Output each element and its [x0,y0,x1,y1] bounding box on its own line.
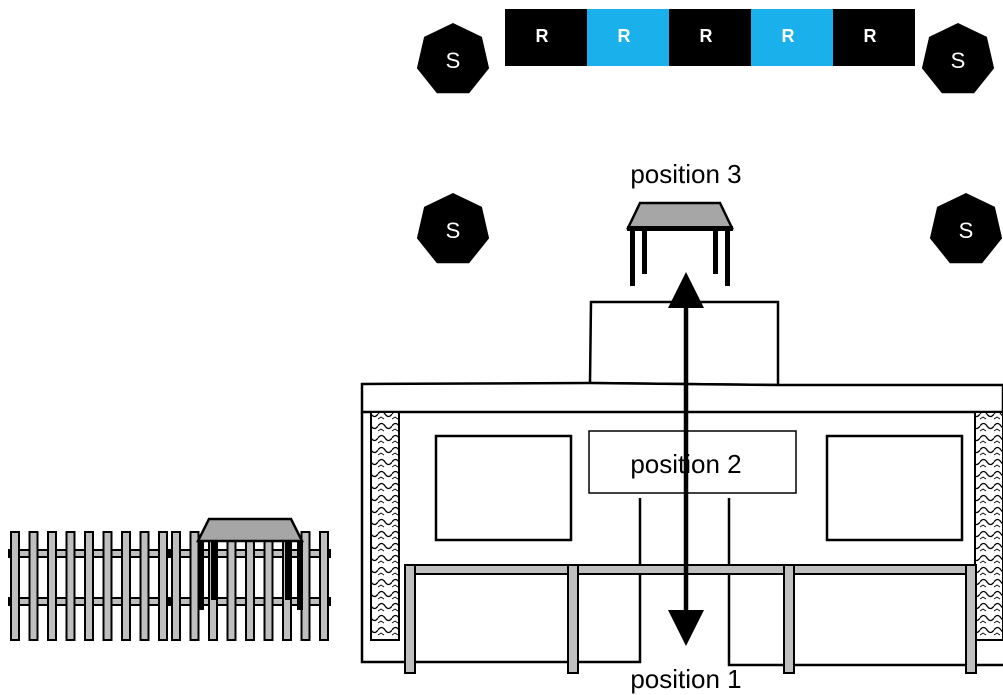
table-leg [297,540,303,610]
table-leg [713,229,718,274]
speaker-mid-right: S [929,193,1003,264]
position-2-box: position 2 [588,430,797,494]
table-leg [198,540,204,610]
table-leg [642,229,647,274]
fence-post [319,531,329,641]
table-leg [285,540,291,600]
fence-right [169,531,331,641]
receiver-cell: R [505,9,587,66]
receiver-box [505,9,587,66]
fence-post [47,531,57,641]
position-3-label: position 3 [630,159,741,189]
fence-post [65,531,76,641]
window-left [434,434,573,542]
speaker-top-right: S [921,23,995,94]
fence-post [28,531,39,641]
fence-post [102,531,113,641]
side-panel-left [370,411,400,641]
receiver-cell: R [833,9,915,66]
fence-left [8,531,170,641]
receiver-box [587,9,669,66]
table-leg [630,229,635,286]
table-top [626,201,734,230]
fence-post [171,531,181,641]
fence-post [158,531,168,641]
table-leg [725,229,730,286]
speaker-icon [416,193,490,264]
receiver-cell: R [669,9,751,66]
speaker-label: S [446,218,461,243]
position-1-label: position 1 [630,664,741,694]
receiver-label: R [536,26,549,46]
fence-post [10,531,20,641]
fence-post [139,531,150,641]
roof-slab [360,381,1003,414]
receiver-label: R [782,26,795,46]
fence-post [263,531,274,641]
speaker-top-left: S [416,23,490,94]
speaker-icon [416,23,490,94]
main-wall [360,412,642,664]
fence-post [121,531,131,641]
fence-post [226,531,237,641]
table-top [195,517,305,543]
table-leg [211,540,217,600]
receiver-label: R [700,26,713,46]
receiver-box [669,9,751,66]
speaker-icon [921,23,995,94]
fence-post [245,531,255,641]
receiver-label: R [618,26,631,46]
side-panel-right [974,411,1003,641]
speaker-mid-left: S [416,193,490,264]
fence-post [84,531,94,641]
speaker-label: S [446,48,461,73]
table-near-fence [195,517,305,610]
receiver-box [751,9,833,66]
speaker-label: S [951,48,966,73]
rail-barrier [404,564,977,674]
receiver-cell: R [751,9,833,66]
window-right [825,434,964,542]
speaker-icon [929,193,1003,264]
speaker-label: S [959,218,974,243]
fence-post [189,531,200,641]
receiver-label: R [864,26,877,46]
receiver-cell: R [587,9,669,66]
table-position-3 [626,201,734,286]
receiver-box [833,9,915,66]
